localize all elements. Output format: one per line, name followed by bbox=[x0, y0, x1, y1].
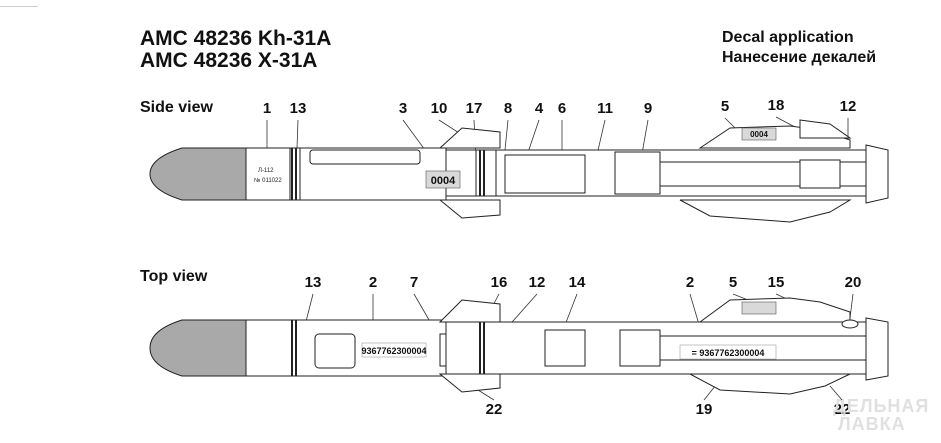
callout-top-20: 20 bbox=[844, 274, 862, 291]
callout-side-10: 10 bbox=[430, 100, 448, 117]
title-line-2: AMC 48236 X-31A bbox=[140, 49, 318, 72]
top-view-missile bbox=[149, 293, 889, 401]
stencil-number: № 011022 bbox=[254, 177, 282, 184]
callout-side-1: 1 bbox=[262, 100, 272, 117]
top-serial-text: 9367762300004 bbox=[361, 346, 426, 356]
callout-top-12: 12 bbox=[528, 274, 546, 291]
side-lower-front-fin bbox=[438, 199, 501, 219]
subtitle-ru: Нанесение декалей bbox=[722, 49, 877, 66]
top-serial-rear-box bbox=[679, 344, 777, 360]
fin-number-box bbox=[741, 127, 777, 141]
callout-top-22b: 22 bbox=[833, 401, 851, 418]
callout-top-13: 13 bbox=[304, 274, 322, 291]
side-lower-rear-fin bbox=[679, 199, 852, 223]
side-upper-front-fin bbox=[438, 127, 501, 149]
callout-side-9: 9 bbox=[643, 100, 653, 117]
callout-top-2: 2 bbox=[368, 274, 378, 291]
callout-side-12: 12 bbox=[839, 98, 857, 115]
top-rule bbox=[0, 6, 38, 7]
callout-top-19: 19 bbox=[695, 401, 713, 418]
side-number-text: 0004 bbox=[431, 175, 456, 187]
callout-top-2b: 2 bbox=[685, 274, 695, 291]
callout-top-16: 16 bbox=[490, 274, 508, 291]
callout-top-7: 7 bbox=[409, 274, 419, 291]
side-view-label: Side view bbox=[140, 99, 213, 116]
title-line-1: AMC 48236 Kh-31A bbox=[140, 27, 332, 50]
top-serial-rear-text: = 9367762300004 bbox=[692, 348, 765, 358]
callout-side-13: 13 bbox=[289, 100, 307, 117]
stencil-l112: Л-112 bbox=[258, 168, 274, 174]
callout-side-17: 17 bbox=[465, 100, 483, 117]
side-nose-cone bbox=[149, 147, 247, 201]
callout-top-15: 15 bbox=[767, 274, 785, 291]
watermark-line1: ДЕЛЬНАЯ bbox=[833, 396, 930, 416]
callout-top-22a: 22 bbox=[485, 401, 503, 418]
side-view-missile bbox=[149, 116, 889, 223]
callout-side-11: 11 bbox=[597, 100, 613, 117]
top-fin-box bbox=[741, 301, 777, 315]
side-number-box bbox=[425, 170, 461, 189]
callout-side-8: 8 bbox=[503, 100, 513, 117]
callout-side-3: 3 bbox=[398, 100, 408, 117]
callout-top-5: 5 bbox=[728, 274, 738, 291]
callout-side-6: 6 bbox=[557, 100, 567, 117]
top-nose-cone bbox=[149, 319, 247, 377]
watermark-line2: ЛАВКА bbox=[838, 414, 906, 434]
callout-top-14: 14 bbox=[568, 274, 586, 291]
subtitle-en: Decal application bbox=[722, 29, 854, 46]
callout-side-18: 18 bbox=[767, 97, 785, 114]
callout-side-5: 5 bbox=[720, 98, 730, 115]
callout-side-4: 4 bbox=[534, 100, 544, 117]
fin-number-text: 0004 bbox=[750, 130, 768, 139]
top-view-label: Top view bbox=[140, 268, 208, 285]
top-serial-box bbox=[361, 342, 427, 358]
